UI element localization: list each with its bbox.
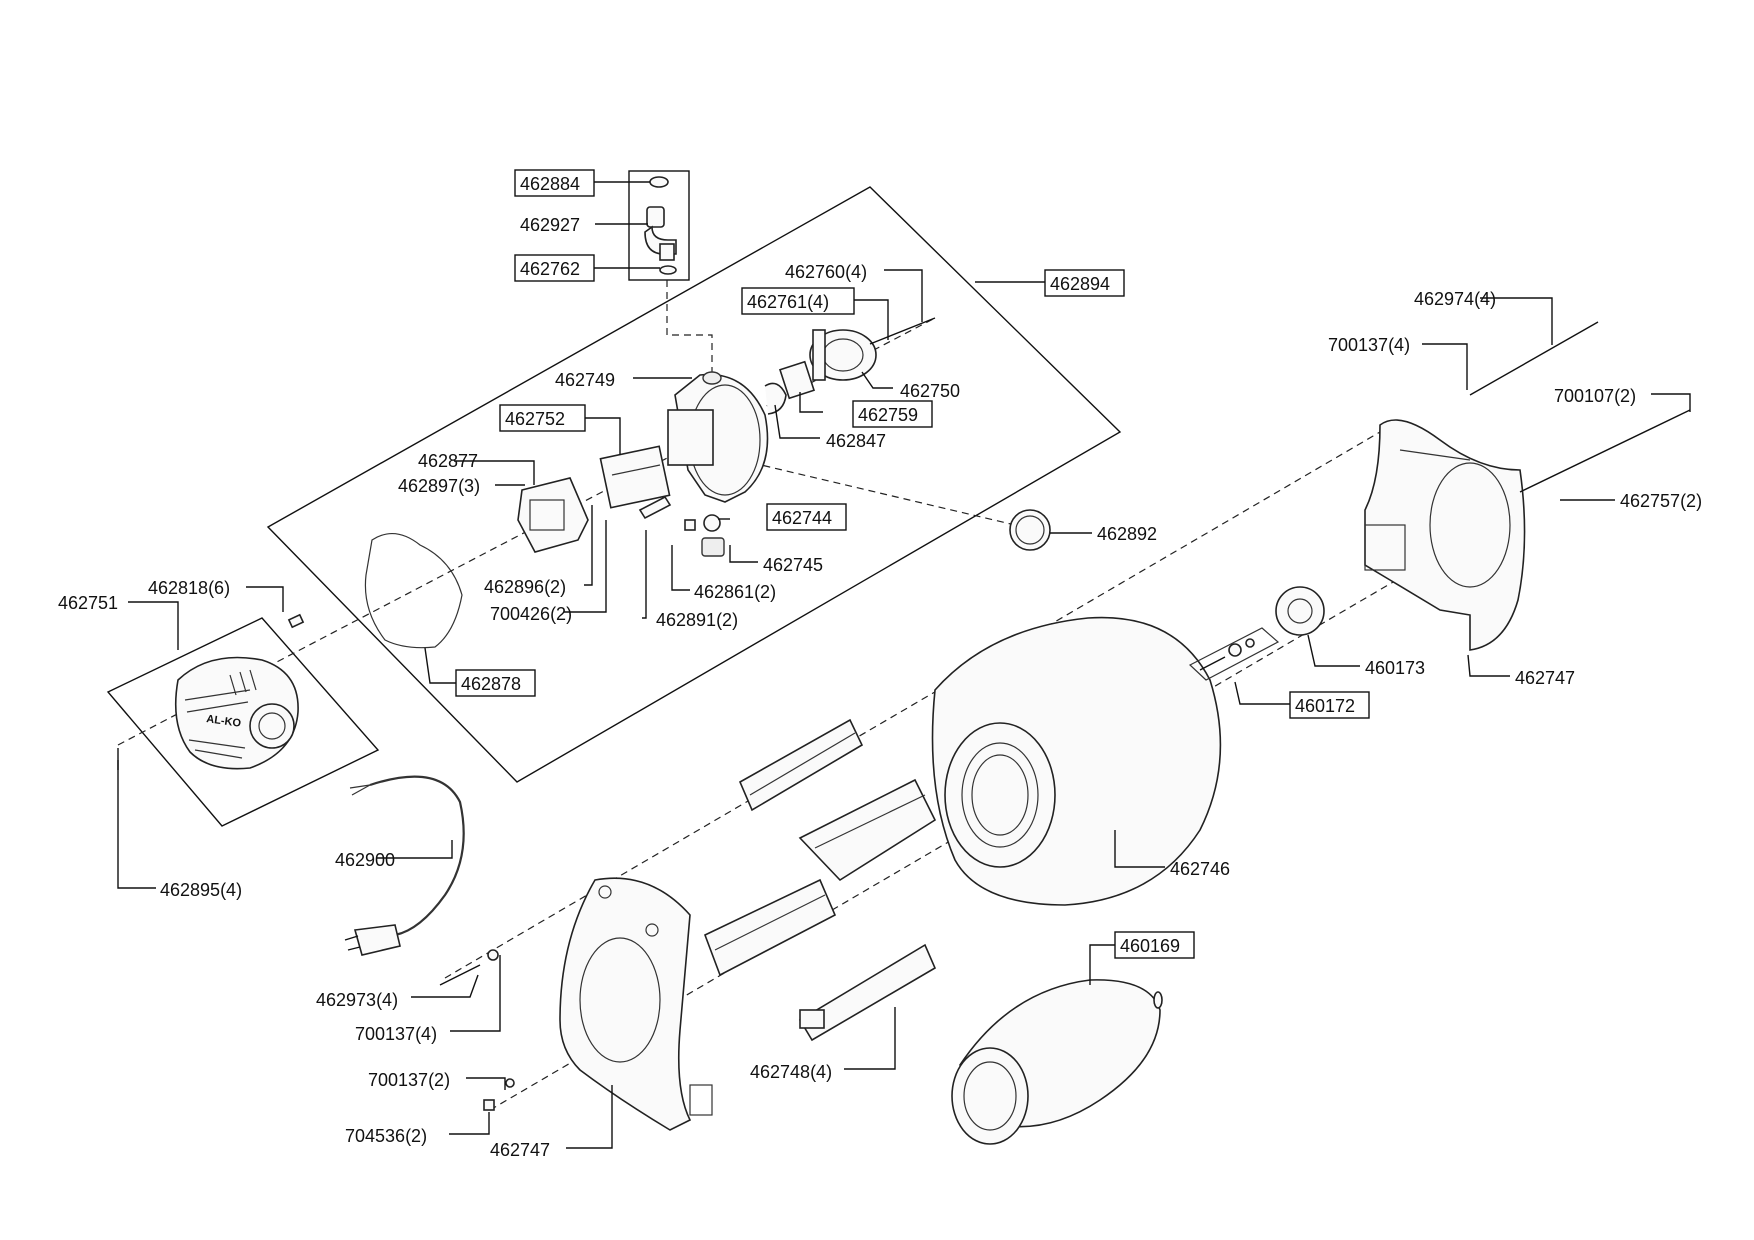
seal-ring-top (649, 176, 669, 188)
label-462892: 462892 (1097, 524, 1157, 544)
label-462861: 462861(2) (694, 582, 776, 602)
label-462897: 462897(3) (398, 476, 480, 496)
leader-lines (117, 181, 1691, 1149)
label-462877: 462877 (418, 451, 478, 471)
valve-cap (1275, 586, 1325, 636)
label-462884: 462884 (520, 174, 580, 194)
end-frame-left (559, 877, 713, 1131)
small-screw (287, 613, 305, 629)
elbow-fitting (644, 206, 677, 261)
label-462746: 462746 (1170, 859, 1230, 879)
label-462749: 462749 (555, 370, 615, 390)
label-460172: 460172 (1295, 696, 1355, 716)
check-valve-parts (638, 495, 725, 557)
housing-seal (364, 533, 463, 649)
label-460173: 460173 (1365, 658, 1425, 678)
axis-fitting (666, 280, 713, 375)
label-462878: 462878 (461, 674, 521, 694)
screw-left (483, 1099, 495, 1111)
long-screw (869, 317, 936, 345)
label-462752: 462752 (505, 409, 565, 429)
switch-block (599, 445, 671, 509)
label-462751: 462751 (58, 593, 118, 613)
pressure-tank (931, 616, 1222, 906)
label-462748: 462748(4) (750, 1062, 832, 1082)
label-462750: 462750 (900, 381, 960, 401)
square-gasket (778, 360, 816, 400)
label-700107: 700107(2) (1554, 386, 1636, 406)
pump-housing (667, 371, 769, 503)
label-462891: 462891(2) (656, 610, 738, 630)
end-frame-right (1364, 419, 1526, 651)
label-462744: 462744 (772, 508, 832, 528)
pump-assembly-frame (266, 186, 1122, 783)
label-462759: 462759 (858, 405, 918, 425)
motor-fan-cover: AL-KO (174, 656, 299, 770)
label-460169: 460169 (1120, 936, 1180, 956)
seal-ring-bottom (659, 265, 677, 275)
motor-cover-frame (106, 617, 380, 827)
label-700426: 700426(2) (490, 604, 572, 624)
label-462847: 462847 (826, 431, 886, 451)
washer-left (487, 949, 499, 961)
washer-left-2 (505, 1078, 515, 1088)
label-462896: 462896(2) (484, 577, 566, 597)
label-462900: 462900 (335, 850, 395, 870)
label-462895: 462895(4) (160, 880, 242, 900)
long-rod-bottom (1519, 409, 1691, 493)
label-462747-bottom: 462747 (490, 1140, 550, 1160)
label-462757: 462757(2) (1620, 491, 1702, 511)
label-700137-mid: 700137(4) (355, 1024, 437, 1044)
rail-block-4 (798, 943, 937, 1042)
label-462927: 462927 (520, 215, 580, 235)
tank-valve-kit (1188, 627, 1280, 681)
label-462894: 462894 (1050, 274, 1110, 294)
membrane-bladder (951, 979, 1163, 1145)
long-rod-top (1469, 321, 1599, 396)
label-boxes (455, 169, 1370, 959)
cover-logo: AL-KO (206, 713, 243, 730)
label-462762: 462762 (520, 259, 580, 279)
power-cable (344, 775, 465, 956)
impeller-cover (809, 329, 877, 381)
label-462747-right: 462747 (1515, 668, 1575, 688)
label-704536: 704536(2) (345, 1126, 427, 1146)
fitting-group-frame (628, 170, 690, 281)
pressure-gauge (1009, 509, 1051, 551)
rail-block-1 (738, 718, 864, 812)
part-labels: 462884 462927 462762 462894 462760(4) 46… (58, 174, 1702, 1160)
label-462973: 462973(4) (316, 990, 398, 1010)
rail-block-2 (798, 778, 937, 882)
switch-cover (517, 477, 589, 553)
label-462761: 462761(4) (747, 292, 829, 312)
label-700137-top: 700137(4) (1328, 335, 1410, 355)
rail-block-3 (703, 878, 837, 977)
label-700137-low: 700137(2) (368, 1070, 450, 1090)
label-462818: 462818(6) (148, 578, 230, 598)
label-462760: 462760(4) (785, 262, 867, 282)
label-462974: 462974(4) (1414, 289, 1496, 309)
long-rod-left (439, 964, 481, 986)
label-462745: 462745 (763, 555, 823, 575)
